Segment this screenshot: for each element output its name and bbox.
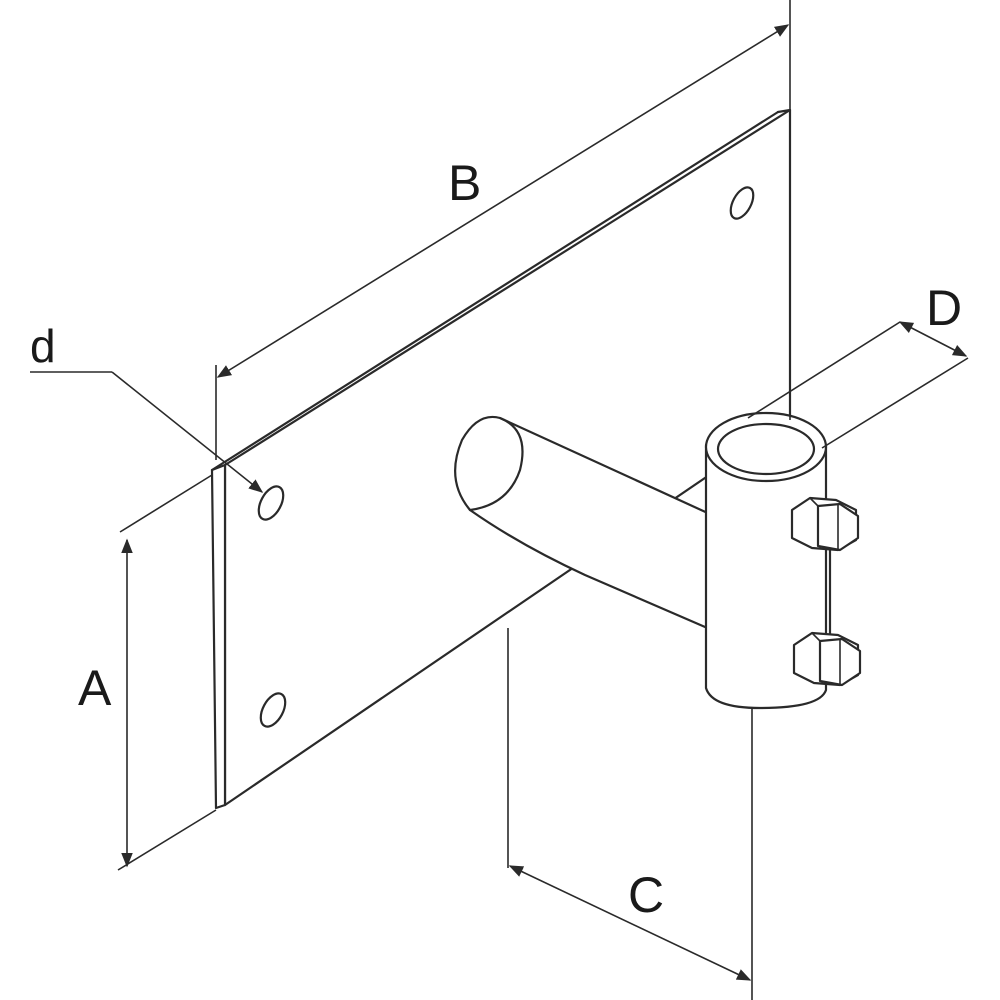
label-b: B	[448, 155, 481, 211]
arm-tube	[454, 415, 714, 632]
mounting-hole	[257, 485, 285, 521]
bolts	[790, 496, 862, 687]
dimension-c	[507, 628, 753, 1000]
dimension-d	[747, 321, 969, 449]
dimension-b	[215, 0, 791, 460]
label-d-upper: D	[926, 280, 962, 336]
mounting-hole	[259, 692, 287, 728]
label-d-lower: d	[30, 320, 56, 372]
bolt-lower	[792, 631, 862, 687]
dimension-a	[117, 474, 217, 871]
label-c: C	[628, 867, 664, 923]
dimension-d-hole	[30, 371, 264, 493]
label-a: A	[78, 660, 112, 716]
bolt-upper	[790, 496, 860, 552]
